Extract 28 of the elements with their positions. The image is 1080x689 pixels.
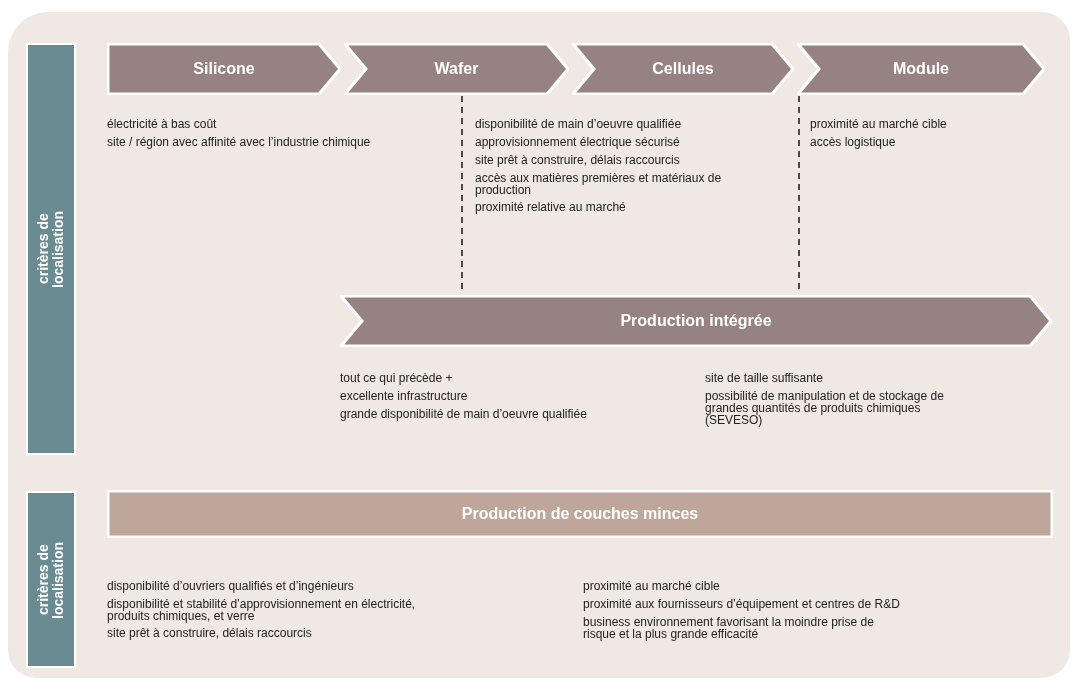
- criteria-text: disponibilité de main d’oeuvre qualifiée: [475, 118, 682, 130]
- criteria-text: grande disponibilité de main d’oeuvre qualifiée: [340, 408, 587, 420]
- criteria-text: site prêt à construire, délais raccourcis: [475, 154, 680, 166]
- criteria-text: site / région avec affinité avec l’industrie chimique: [107, 136, 371, 148]
- side-label-bar: critères de localisation: [26, 491, 76, 668]
- criteria-text: site de taille suffisante: [705, 372, 823, 384]
- stage-banner: Cellules: [572, 43, 794, 95]
- criteria-text: accès logistique: [810, 136, 896, 148]
- criteria-text: disponibilité et stabilité d’approvisionnement en électricité, produits chimiques, et verre: [107, 598, 417, 622]
- stage-banner: Production intégrée: [340, 295, 1052, 347]
- criteria-text: excellente infrastructure: [340, 390, 468, 402]
- criteria-text: tout ce qui précède +: [340, 372, 453, 384]
- criteria-text: approvisionnement électrique sécurisé: [475, 136, 680, 148]
- criteria-text: site prêt à construire, délais raccourcis: [107, 627, 312, 639]
- stage-banner: Production de couches minces: [107, 490, 1053, 538]
- criteria-text: proximité relative au marché: [475, 201, 626, 213]
- stage-banner: Wafer: [344, 43, 569, 95]
- stage-banner: Module: [797, 43, 1045, 95]
- stage-banner: Silicone: [107, 43, 341, 95]
- criteria-text: business environnement favorisant la moindre prise de risque et la plus grande efficacité: [583, 616, 875, 640]
- criteria-text: disponibilité d’ouvriers qualifiés et d’ingénieurs: [107, 580, 354, 592]
- criteria-text: électricité à bas coût: [107, 118, 217, 130]
- criteria-text: proximité au marché cible: [810, 118, 947, 130]
- criteria-text: possibilité de manipulation et de stockage de grandes quantités de produits chimiques (SEVESO): [705, 390, 945, 426]
- side-label-bar: critères de localisation: [26, 43, 76, 455]
- criteria-text: proximité aux fournisseurs d’équipement et centres de R&D: [583, 598, 900, 610]
- criteria-text: accès aux matières premières et matériaux de production: [475, 172, 723, 196]
- criteria-text: proximité au marché cible: [583, 580, 720, 592]
